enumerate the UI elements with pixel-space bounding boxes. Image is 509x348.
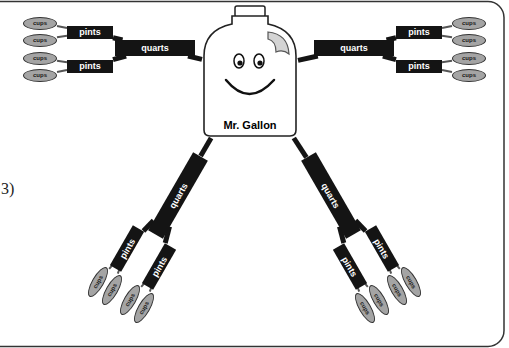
unit-text: pints [408,27,430,37]
arm-connector [57,36,67,38]
unit-text: pints [149,254,168,278]
jug-outline [202,4,298,138]
unit-text: cups [124,292,136,307]
arm-connector [442,70,452,72]
unit-text: cups [462,37,476,43]
unit-text: pints [372,236,391,260]
unit-text: pints [408,61,430,71]
pint-bar: pints [110,225,144,271]
jug-eye [254,54,264,68]
cup-oval: cups [452,34,486,47]
arm-connector [57,26,67,28]
unit-text: cups [462,72,476,78]
unit-text: cups [33,55,47,61]
quart-bar: quarts [115,40,195,56]
pint-bar: pints [396,60,442,73]
arm-connector [57,70,67,72]
arm-connector [188,56,202,59]
cup-oval: cups [23,17,57,30]
jug-smile [226,80,274,94]
unit-text: cups [33,20,47,26]
jug-name: Mr. Gallon [202,119,298,131]
unit-text: cups [405,274,417,289]
arm-connector [383,56,396,60]
gallon-jug: Mr. Gallon [202,4,298,138]
item-number: 3) [1,180,14,198]
quart-bar: quarts [301,152,361,238]
unit-text: pints [117,236,136,260]
arm-connector [57,61,67,63]
cup-oval: cups [23,34,57,47]
pint-bar: pints [67,60,113,73]
arm-connector [442,61,452,63]
arm-connector [397,266,400,269]
pint-bar: pints [333,243,367,289]
unit-text: quarts [340,43,368,53]
unit-text: cups [462,55,476,61]
arm-connector [365,284,368,287]
quart-bar: quarts [148,152,208,238]
unit-text: quarts [167,181,189,210]
pint-bar: pints [396,26,442,39]
arm-connector [201,138,212,156]
unit-text: cups [462,20,476,26]
cup-oval: cups [23,69,57,82]
unit-text: quarts [320,181,342,210]
unit-text: pints [340,254,359,278]
unit-text: cups [33,37,47,43]
arm-connector [390,270,391,274]
cup-oval: cups [452,69,486,82]
arm-connector [442,26,452,28]
jug-pupil [237,60,242,65]
unit-text: cups [33,72,47,78]
arm-connector [113,56,126,60]
unit-text: cups [92,274,104,289]
jug-eye [234,54,244,68]
arm-connector [298,56,318,60]
unit-text: pints [79,61,101,71]
unit-text: cups [359,300,371,315]
jug-body [204,16,296,136]
unit-text: cups [106,282,118,297]
unit-text: quarts [141,43,169,53]
pint-bar: pints [142,243,176,289]
arm-connector [442,36,452,38]
unit-text: pints [79,27,101,37]
cup-oval: cups [23,52,57,65]
jug-pupil [257,60,262,65]
pint-bar: pints [365,225,399,271]
unit-text: cups [373,292,385,307]
cup-oval: cups [452,17,486,30]
cup-oval: cups [452,52,486,65]
unit-text: cups [391,282,403,297]
unit-text: cups [138,300,150,315]
arm-connector [294,138,307,157]
arm-connector [358,288,359,292]
pint-bar: pints [67,26,113,39]
quart-bar: quarts [314,40,394,56]
jug-handle [268,32,289,54]
